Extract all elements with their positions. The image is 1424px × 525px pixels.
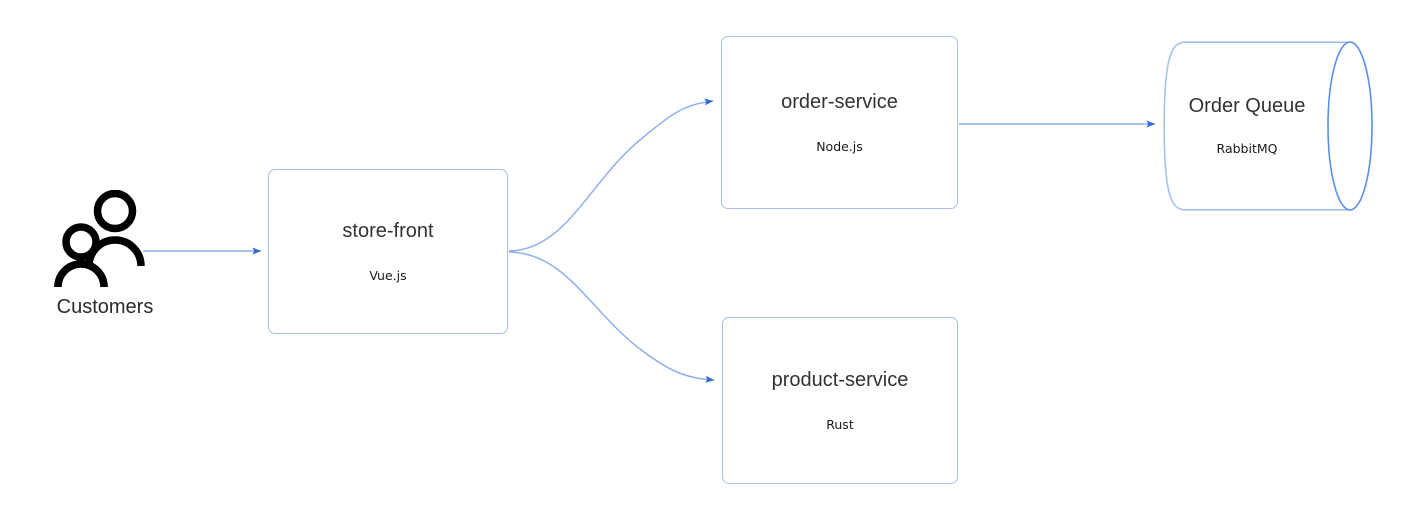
- node-order-service-title: order-service: [781, 90, 898, 113]
- node-store-front-title: store-front: [342, 219, 434, 242]
- node-product-service-subtitle: Rust: [826, 416, 854, 432]
- node-store-front-subtitle: Vue.js: [369, 267, 407, 283]
- node-product-service[interactable]: product-service Rust: [722, 317, 958, 484]
- node-customers-label: Customers: [56, 296, 154, 318]
- node-order-queue-subtitle: RabbitMQ: [1216, 141, 1278, 157]
- node-store-front[interactable]: store-front Vue.js: [268, 169, 508, 334]
- edge-store-front-to-order-service: [508, 98, 714, 252]
- cylinder-shape: [1163, 41, 1373, 211]
- node-order-queue[interactable]: Order Queue RabbitMQ: [1163, 41, 1373, 211]
- node-order-service[interactable]: order-service Node.js: [721, 36, 958, 209]
- node-customers[interactable]: Customers: [40, 190, 170, 335]
- node-order-queue-title: Order Queue: [1188, 95, 1306, 118]
- edge-store-front-to-product-service: [508, 251, 715, 383]
- node-product-service-title: product-service: [771, 368, 909, 391]
- node-order-service-subtitle: Node.js: [816, 138, 863, 154]
- two-people-actor-icon: [54, 190, 145, 290]
